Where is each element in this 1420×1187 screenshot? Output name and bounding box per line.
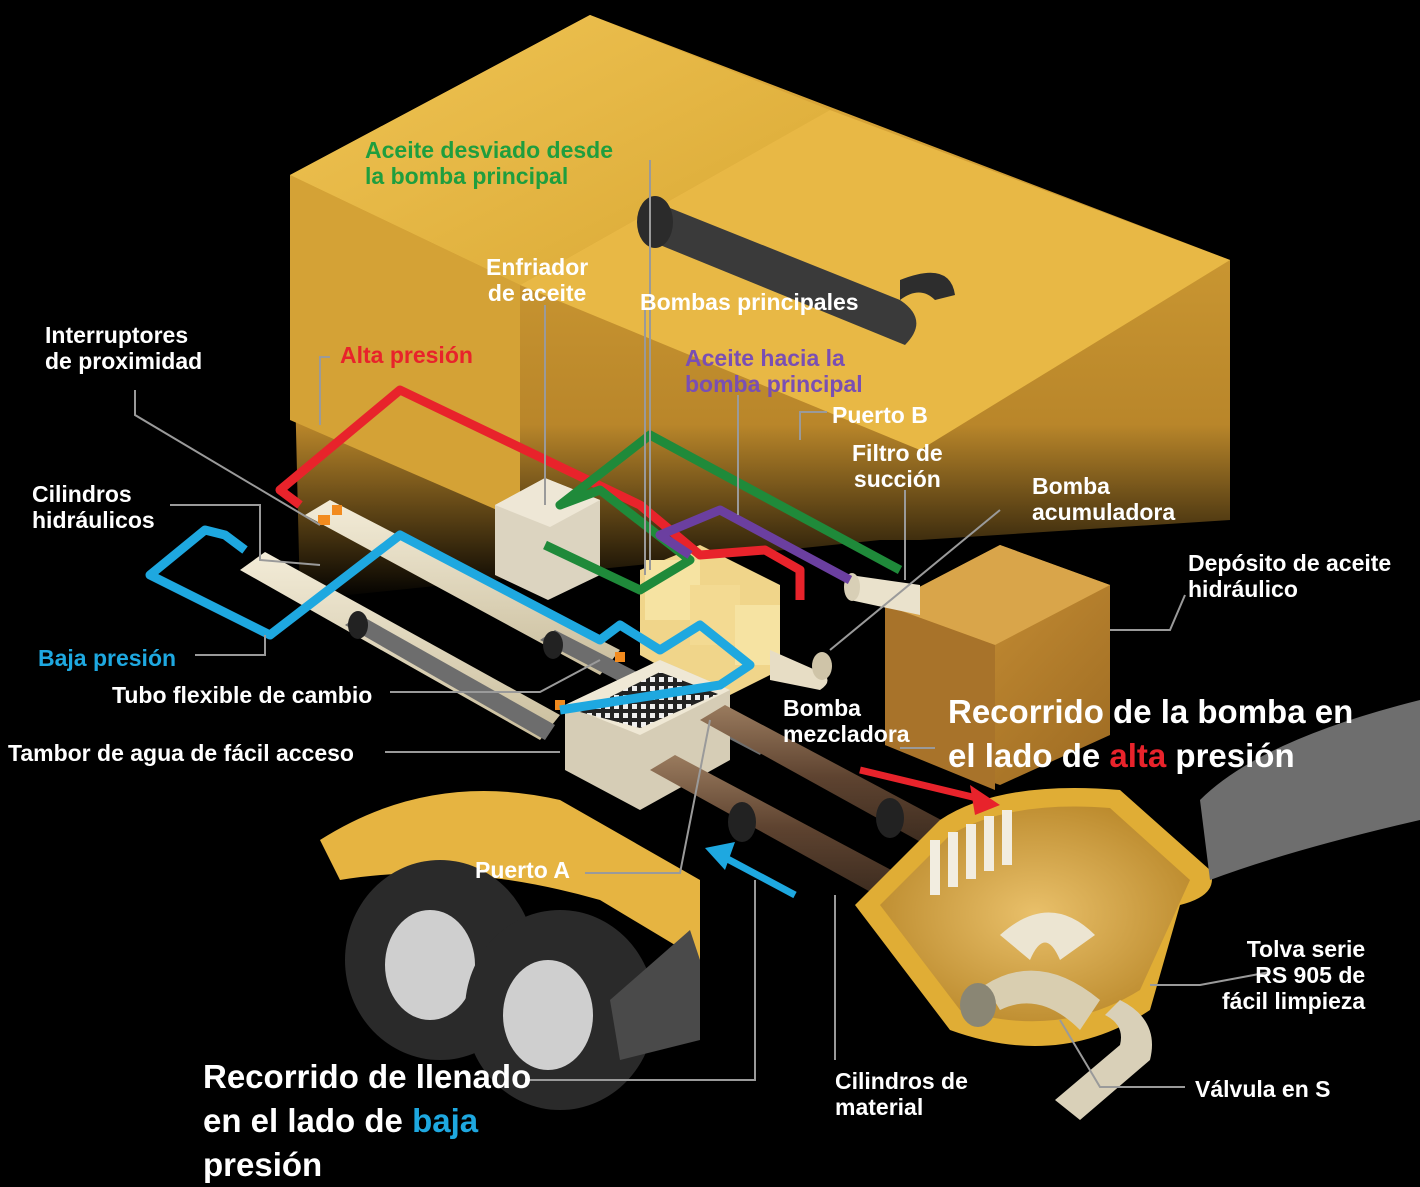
label-port-b: Puerto B	[832, 402, 928, 428]
headline-pump-stroke: Recorrido de la bomba en el lado de alta…	[948, 693, 1354, 774]
leader-lines	[134, 160, 1271, 1088]
label-port-a: Puerto A	[475, 857, 570, 883]
low-pressure-line	[145, 525, 755, 715]
label-main-pumps: Bombas principales	[640, 289, 859, 315]
material-cylinders	[650, 705, 960, 900]
label-s-valve: Válvula en S	[1195, 1076, 1331, 1102]
oil-to-pump-line	[655, 505, 853, 584]
wheels	[320, 791, 700, 1110]
label-shift-hose: Tubo flexible de cambio	[112, 682, 373, 708]
flow-arrows	[705, 766, 1000, 899]
label-high-pressure: Alta presión	[340, 342, 473, 368]
muffler	[637, 196, 955, 345]
high-pressure-arrow	[859, 766, 986, 804]
discharge-pipe	[1055, 1000, 1152, 1120]
hydraulic-lines	[145, 385, 903, 715]
low-pressure-arrow	[718, 851, 797, 899]
label-water-box: Tambor de agua de fácil acceso	[8, 740, 354, 766]
suction-filter	[844, 573, 920, 615]
hydraulic-oil-tank	[885, 545, 1110, 790]
label-low-pressure: Baja presión	[38, 645, 177, 671]
hopper	[855, 788, 1212, 1046]
headline-fill-stroke: Recorrido de llenado en el lado de baja …	[203, 1058, 532, 1183]
feed-pipe	[1200, 700, 1420, 880]
